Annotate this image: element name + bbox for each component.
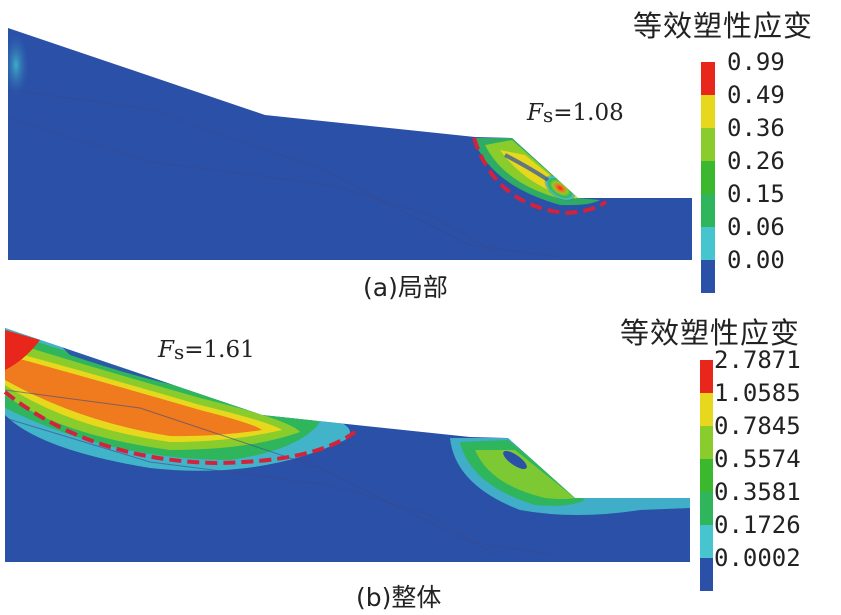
layer-line-b1 xyxy=(4,389,556,556)
legend-swatch xyxy=(701,95,715,128)
legend-title-a: 等效塑性应变 xyxy=(633,9,814,43)
panel-b-global: Fs=1.61 等效塑性应变 2.7871 1.0585 0.7845 0.55… xyxy=(0,310,841,615)
soil-body-a xyxy=(8,28,692,260)
legend-swatch xyxy=(701,128,715,161)
legend-tick-a: 0.06 xyxy=(727,213,785,241)
caption-a: (a)局部 xyxy=(363,273,448,302)
legend-swatch xyxy=(701,62,715,95)
legend-swatch xyxy=(700,360,713,393)
legend-swatch xyxy=(701,194,715,227)
legend-swatch xyxy=(700,525,713,558)
legend-tick-b: 0.7845 xyxy=(714,412,801,440)
legend-tick-b: 0.0002 xyxy=(714,544,801,572)
legend-swatch xyxy=(700,393,713,426)
legend-tick-b: 0.3581 xyxy=(714,478,801,506)
legend-swatch xyxy=(701,227,715,260)
slope-model-a xyxy=(7,28,715,293)
legend-swatch xyxy=(701,161,715,194)
legend-tick-a: 0.26 xyxy=(727,147,785,175)
legend-tick-a: 0.15 xyxy=(727,180,785,208)
legend-title-b: 等效塑性应变 xyxy=(620,316,801,350)
legend-tick-a: 0.99 xyxy=(727,48,785,76)
panel-a-local: Fs=1.08 等效塑性应变 0.99 0.49 0.36 0.26 0.15 … xyxy=(0,0,841,302)
legend-tick-b: 1.0585 xyxy=(714,379,801,407)
legend-colorbar-a xyxy=(701,62,715,293)
legend-tick-b: 0.5574 xyxy=(714,445,801,473)
legend-colorbar-b xyxy=(700,360,713,591)
legend-swatch xyxy=(700,459,713,492)
slope-model-b xyxy=(3,328,713,591)
safety-factor-b: Fs=1.61 xyxy=(158,337,255,364)
legend-swatch xyxy=(700,426,713,459)
safety-factor-a: Fs=1.08 xyxy=(527,100,624,127)
legend-tick-a: 0.49 xyxy=(727,81,785,109)
legend-swatch xyxy=(700,558,713,591)
legend-swatch xyxy=(700,492,713,525)
legend-tick-b: 0.1726 xyxy=(714,511,801,539)
legend-tick-a: 0.00 xyxy=(727,246,785,274)
caption-b: (b)整体 xyxy=(356,583,442,612)
slip-surface-a xyxy=(472,137,608,216)
layer-line-b2 xyxy=(4,417,496,556)
legend-tick-b: 2.7871 xyxy=(714,346,801,374)
legend-tick-a: 0.36 xyxy=(727,114,785,142)
layer-line-a2 xyxy=(7,117,501,256)
legend-swatch xyxy=(701,260,715,293)
slip-surface-b xyxy=(3,390,357,466)
